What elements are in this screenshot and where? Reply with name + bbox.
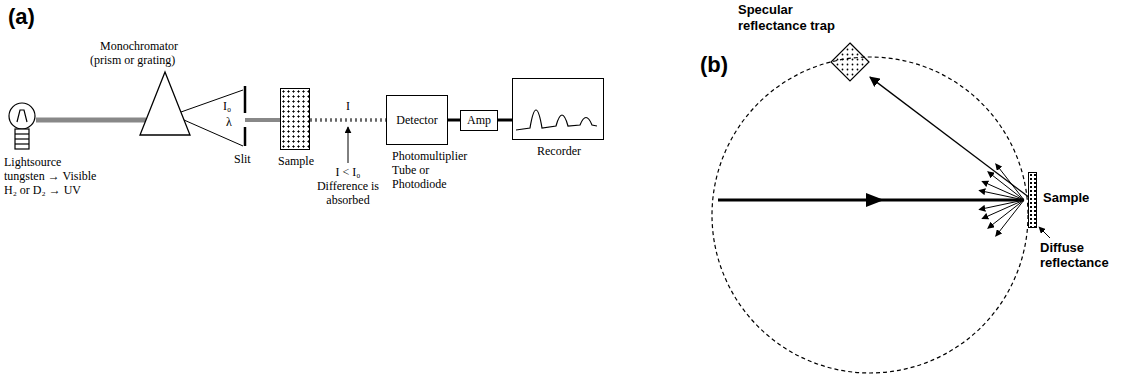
- integrating-sphere: [712, 57, 1028, 373]
- panel-letter: (a): [8, 4, 35, 29]
- diffuse-ray: [979, 200, 1024, 210]
- node-label: Sample: [275, 154, 317, 169]
- component-label: Monochromator: [100, 40, 178, 54]
- dispersed-ray: [181, 90, 243, 112]
- relation-note: I < I₀: [308, 166, 388, 180]
- diffuse-ray: [996, 164, 1024, 200]
- detector-box: Detector: [386, 95, 448, 145]
- recorder-box: Recorder: [512, 78, 604, 140]
- trap-outline: [831, 43, 869, 81]
- diffuse-ray: [988, 172, 1024, 200]
- component-label: Lightsource: [4, 156, 61, 170]
- specular-trap: Specular reflectance trap: [830, 42, 870, 82]
- beam-arrowhead: [866, 193, 884, 207]
- connector: [448, 119, 460, 122]
- amplifier-box: Amp: [460, 110, 498, 131]
- note: H₂ or D₂ → UV: [4, 184, 81, 198]
- sample-cuvette: Sample: [280, 88, 310, 150]
- beam-symbol: I₀: [223, 100, 231, 114]
- connector: [310, 118, 386, 122]
- component-label: Slit: [234, 153, 251, 167]
- slit: [244, 86, 247, 113]
- light-bulb: [9, 103, 35, 149]
- panel-letter: (b): [700, 52, 728, 77]
- prism: [140, 72, 190, 135]
- slit: [244, 127, 247, 146]
- component-label: Diffuse reflectance: [1040, 241, 1124, 271]
- diffuse-rays: [979, 164, 1024, 236]
- dispersed-ray: [184, 120, 243, 146]
- note: tungsten → Visible: [4, 170, 96, 184]
- component-label: (prism or grating): [90, 54, 175, 68]
- node-label: Specular reflectance trap: [738, 2, 850, 33]
- light-beam: [245, 118, 280, 122]
- node-label: Recorder: [513, 144, 605, 159]
- node-label: Amp: [467, 113, 491, 128]
- trap-shape: [830, 42, 870, 82]
- note: Difference is absorbed: [313, 180, 383, 208]
- pointer-arrow: [348, 127, 349, 163]
- diffuse-ray: [982, 200, 1024, 219]
- node-label: Detector: [396, 113, 437, 128]
- connector: [498, 119, 512, 122]
- recorder-trace: [516, 110, 597, 130]
- connector: [870, 77, 1028, 196]
- leader-line: [1039, 227, 1050, 238]
- component-label: Photomultiplier Tube or Photodiode: [392, 150, 476, 191]
- beam-symbol: I: [344, 100, 352, 114]
- reflectance-sample: Sample: [1028, 172, 1037, 228]
- light-beam: [36, 118, 146, 123]
- wavelength-symbol: λ: [226, 116, 232, 130]
- node-label: Sample: [1043, 190, 1089, 205]
